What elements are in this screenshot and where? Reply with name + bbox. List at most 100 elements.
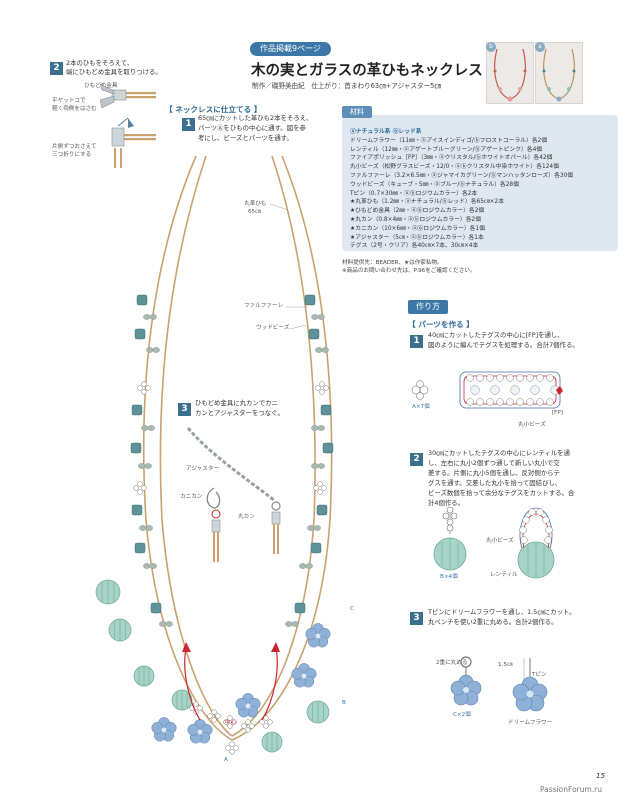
seed-bead xyxy=(522,516,530,524)
wood-cube-bead xyxy=(130,442,142,454)
seed-bead xyxy=(516,398,524,406)
seed-bead xyxy=(321,485,327,491)
howto-step2-line5: ビーズ数個を拾って余分なテグスをカットする。合 xyxy=(428,489,575,497)
materials-line: ★カニカン（10×6㎜・ⓐⓑロジウムカラー）各1個 xyxy=(350,225,485,232)
jump-ring-right-icon xyxy=(271,501,281,511)
label-cord-2: 65㎝ xyxy=(248,209,261,215)
wood-cube-bead xyxy=(308,328,320,340)
howto-step1-count: A×7個 xyxy=(412,404,430,410)
howto-step2-line6: 計4個作る。 xyxy=(428,499,465,507)
materials-line: ★丸カン（0.8×4㎜・ⓐⓑロジウムカラー）各2個 xyxy=(350,217,481,223)
seed-bead xyxy=(227,723,233,729)
part-a-diagram xyxy=(411,371,563,409)
lentil-stripe xyxy=(176,690,188,710)
seed-bead xyxy=(520,536,528,544)
wood-cube-bead xyxy=(131,504,143,516)
farfalle-bead xyxy=(317,463,325,469)
fire-polish-bead xyxy=(490,385,500,395)
seed-bead xyxy=(229,741,235,747)
flower-small-icon xyxy=(450,674,482,706)
farfalle-bead xyxy=(143,314,151,320)
seed-bead xyxy=(245,719,251,725)
seed-bead xyxy=(536,398,544,406)
materials-line: ファイアポリッシュ［FP］（3㎜・ⓐクリスタル/ⓑホワイトオパール）各42個 xyxy=(350,155,553,162)
necklace-step1-line2: パーツⒶをひもの中心に通す。図を参 xyxy=(198,124,306,132)
farfalle-bead xyxy=(321,347,329,353)
part-a-small xyxy=(411,380,429,400)
label-fold-1: 片側ずつおさえて xyxy=(52,144,97,150)
page-reference-tag: 作品掲載9ページ xyxy=(250,42,331,56)
label-jump-ring: 丸カン xyxy=(238,514,255,520)
flower-center xyxy=(301,673,307,679)
seed-bead xyxy=(259,719,265,725)
necklace-step1-line3: 考にし、ビーズとパーツを通す。 xyxy=(198,134,293,142)
seed-bead xyxy=(313,485,319,491)
flower-petal xyxy=(235,698,248,710)
flower-petal xyxy=(187,724,200,736)
wood-cube-bead xyxy=(320,404,332,416)
materials-line: ドリームフラワー（11㎜・ⓐアイスインディゴ/ⓑフロストコーラル）各2個 xyxy=(350,137,548,144)
seed-bead xyxy=(506,374,514,382)
wood-cube-bead xyxy=(294,602,306,614)
photo-b-label: b xyxy=(486,42,496,52)
howto-step3-tpin-label: Tピン xyxy=(532,672,547,678)
wood-cube-bead xyxy=(134,328,146,340)
howto-step2-line1: 30㎝にカットしたテグスの中心にレンティルを通 xyxy=(428,449,570,457)
howto-step1-line2: 図のように編んでテグスを処理する。合計7個作る。 xyxy=(428,341,579,349)
seed-bead xyxy=(546,374,554,382)
materials-line: 丸小ビーズ（松野グラスビーズ・12/0・ⓐⓑクリスタル中染ホワイト）各124個 xyxy=(350,164,559,171)
seed-bead xyxy=(145,385,151,391)
necklace-beads xyxy=(95,294,334,755)
necklace-heading: 【 ネックレスに仕立てる 】 xyxy=(165,105,262,114)
howto-step2-lentil-label: レンティル xyxy=(490,572,518,578)
seed-bead xyxy=(141,381,147,387)
seed-bead xyxy=(231,719,237,725)
materials-line: Tピン（0.7×30㎜・ⓐⓑロジウムカラー）各2本 xyxy=(350,190,478,197)
seed-bead xyxy=(229,749,235,755)
part-c-tpin xyxy=(512,658,548,712)
lentil-stripe xyxy=(113,619,127,641)
howto-step3-length-label: 1.5㎝ xyxy=(498,662,513,668)
label-center: 中心 xyxy=(225,720,237,726)
materials-note1: 材料提供先：BEADER、★は作家私物。 xyxy=(342,260,443,266)
watermark: PassionForum.ru xyxy=(540,785,603,794)
seed-bead xyxy=(141,389,147,395)
wood-cube-bead xyxy=(131,404,143,416)
seed-bead xyxy=(223,719,229,725)
farfalle-bead xyxy=(165,621,173,627)
howto-step2-number: 2 xyxy=(410,453,423,466)
seed-bead xyxy=(211,709,217,715)
photo-b-necklace xyxy=(493,48,527,102)
seed-bead xyxy=(536,374,544,382)
seed-bead xyxy=(317,489,323,495)
farfalle-bead xyxy=(139,525,147,531)
farfalle-bead xyxy=(141,425,149,431)
seed-bead xyxy=(207,713,213,719)
howto-step1-line1: 40㎝にカットしたテグスの中心に[FP]を通し、 xyxy=(428,331,564,339)
wood-cube-bead xyxy=(304,294,316,306)
materials-line: ⓐナチュラル系 ⓑレッド系 xyxy=(350,129,422,135)
farfalle-bead xyxy=(311,314,319,320)
seed-bead xyxy=(528,508,536,516)
materials-line: テグス（2号・クリア）各40㎝×7本、30㎝×4本 xyxy=(350,243,479,250)
lobster-clasp-icon xyxy=(206,487,221,509)
necklace-step1-number: 1 xyxy=(182,118,195,131)
farfalle-bead xyxy=(291,621,299,627)
farfalle-bead xyxy=(315,347,323,353)
farfalle-bead xyxy=(143,563,151,569)
lentil-stripe xyxy=(266,732,278,752)
label-b: B xyxy=(342,700,346,706)
seed-bead xyxy=(544,536,552,544)
seed-bead xyxy=(486,398,494,406)
farfalle-bead xyxy=(146,347,154,353)
wood-cube-bead xyxy=(310,542,322,554)
cord-end-top xyxy=(99,83,156,109)
seed-bead xyxy=(137,481,143,487)
howto-step3-flower-label: ドリームフラワー xyxy=(508,720,553,726)
wood-cube-bead xyxy=(322,442,334,454)
flower-petal xyxy=(291,668,304,680)
seed-bead xyxy=(215,713,221,719)
seed-bead xyxy=(545,526,553,534)
seed-bead xyxy=(496,398,504,406)
